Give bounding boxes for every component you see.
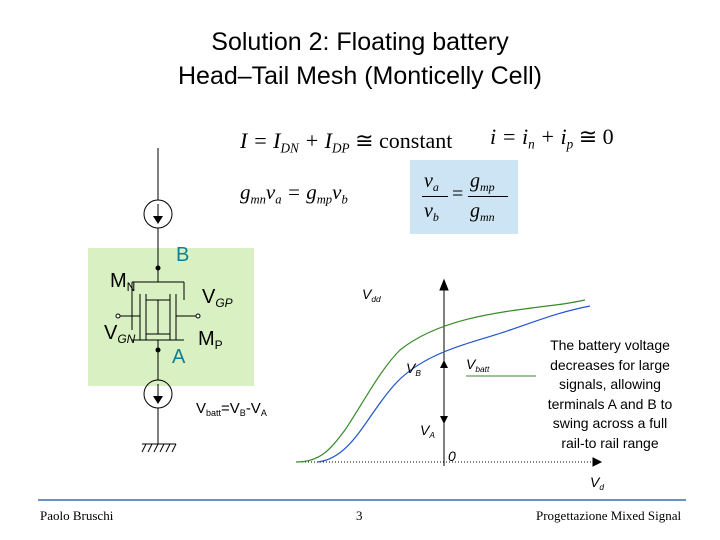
ratio-bar-right [468, 196, 508, 197]
ratio-equals: = [452, 183, 464, 205]
footer-course: Progettazione Mixed Signal [536, 508, 682, 523]
ratio-bar-left [422, 196, 448, 197]
vd-axis-label: Vd [590, 474, 605, 492]
ratio-vb: vb [424, 200, 439, 225]
ratio-gmn: gmn [470, 200, 495, 225]
vdd-curve [295, 299, 586, 463]
vdd-label: Vdd [362, 286, 381, 304]
gm-equation: gmnva = gmpvb [240, 180, 348, 207]
node-a-label: A [172, 346, 186, 368]
circuit-highlight-box [88, 248, 254, 386]
current-equation: I = IDN + IDP ≅ constant [240, 128, 453, 156]
ratio-va: va [424, 170, 439, 195]
vgp-label: VGP [202, 286, 233, 311]
vbatt-label: Vbatt [466, 356, 490, 374]
small-signal-equation: i = in + ip ≅ 0 [490, 124, 614, 152]
ratio-highlight-box [410, 160, 518, 234]
origin-label: 0 [448, 448, 456, 464]
node-b-label: B [176, 244, 190, 266]
circuit-schematic [115, 148, 201, 453]
ratio-gmp: gmp [470, 170, 495, 195]
vbatt-formula: Vbatt=VB-VA [196, 400, 267, 419]
slide-title-line-2: Head–Tail Mesh (Monticelly Cell) [177, 62, 542, 90]
vb-curve [317, 305, 591, 463]
battery-note: The battery voltage decreases for large … [547, 337, 673, 451]
slide-title-line-1: Solution 2: Floating battery [211, 28, 509, 56]
mp-label: MP [198, 328, 223, 353]
footer-page-number: 3 [356, 508, 363, 523]
vb-label: VB [406, 360, 421, 378]
va-label: VA [420, 422, 435, 440]
mn-label: MN [110, 270, 136, 295]
footer-author: Paolo Bruschi [40, 508, 114, 523]
vgn-label: VGN [104, 322, 136, 347]
current-source-arrows [153, 204, 163, 404]
